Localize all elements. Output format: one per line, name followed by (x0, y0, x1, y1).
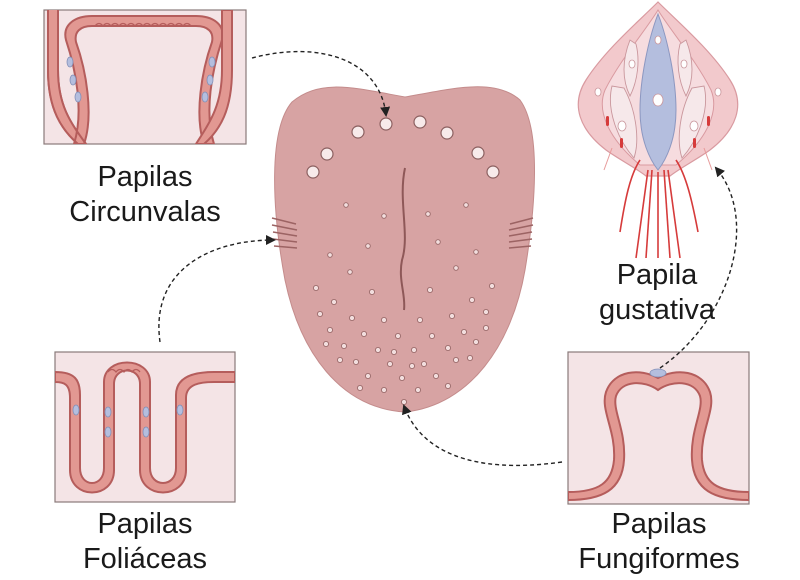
taste-bud (577, 1, 739, 259)
fungiform-dot (360, 330, 368, 338)
fungiform-dot (444, 382, 452, 390)
fungiform-dot (428, 332, 436, 340)
fungiform-dot (316, 310, 324, 318)
fungiform-dot (414, 386, 422, 394)
foliate-ridges-left (271, 217, 298, 249)
label-foliaceas: Papilas Foliáceas (35, 507, 255, 577)
fungiform-dot (374, 346, 382, 354)
label-foliaceas-line1: Papilas (97, 508, 193, 540)
fungiform-dot (426, 286, 434, 294)
fungiform-dot (468, 296, 476, 304)
fungiform-dot (432, 372, 440, 380)
fungiform-dot (380, 386, 388, 394)
label-gustativa-line2: gustativa (598, 294, 716, 326)
label-fungiformes: Papilas Fungiformes (549, 507, 769, 577)
fungiform-papillae (312, 202, 496, 406)
fungiform-dot (463, 202, 469, 208)
label-fungiformes-line1: Papilas (611, 508, 707, 540)
fungiform-dot (380, 316, 388, 324)
fungiform-dot (482, 308, 490, 316)
fungiform-dot (336, 356, 344, 364)
fungiform-dot (472, 338, 480, 346)
fungiform-dot (453, 265, 459, 271)
fungiform-tissue (568, 371, 749, 502)
foliate-ridges-right (508, 217, 534, 249)
panel-foliaceas (54, 351, 236, 503)
fungiform-dot (330, 298, 338, 306)
label-foliaceas-line2: Foliáceas (82, 543, 208, 575)
fungiform-dot (416, 316, 424, 324)
fungiform-dot (400, 398, 408, 406)
fungiform-dot (364, 372, 372, 380)
fungiform-dot (326, 326, 334, 334)
fungiform-dot (452, 356, 460, 364)
fungiform-taste-bud (649, 368, 667, 378)
panel-fungiformes (567, 351, 750, 505)
median-sulcus (399, 167, 406, 311)
arrows (158, 50, 738, 467)
fungiform-dot (327, 252, 333, 258)
fungiform-dot (466, 354, 474, 362)
fungiform-dot (352, 358, 360, 366)
circumvallate-papillae (306, 115, 500, 179)
fungiform-dot (425, 211, 431, 217)
fungiform-dot (365, 243, 371, 249)
receptor-cell (639, 12, 677, 171)
fungiform-dot (394, 332, 402, 340)
arrow-fungiformes-to-tongue (402, 404, 563, 467)
label-circunvalas-line2: Circunvalas (69, 196, 221, 228)
fungiform-dot (368, 288, 376, 296)
fungiform-dot (435, 239, 441, 245)
arrow-circunvalas-to-tongue (251, 50, 391, 117)
label-gustativa-line1: Papila (616, 259, 698, 291)
tongue (271, 86, 535, 413)
arrow-fungiformes-to-tastebud (659, 166, 738, 369)
fungiform-dot (347, 269, 353, 275)
label-circunvalas: Papilas Circunvalas (35, 160, 255, 230)
fungiform-dot (386, 360, 394, 368)
fungiform-dot (322, 340, 330, 348)
fungiform-dot (410, 346, 418, 354)
fungiform-dot (312, 284, 320, 292)
fungiform-dot (348, 314, 356, 322)
label-gustativa: Papila gustativa (547, 258, 767, 328)
fungiform-dot (390, 348, 398, 356)
fungiform-dot (343, 202, 349, 208)
fungiform-dot (381, 213, 387, 219)
fungiform-dot (482, 324, 490, 332)
fungiform-dot (473, 249, 479, 255)
fungiform-dot (398, 374, 406, 382)
label-fungiformes-line2: Fungiformes (578, 543, 740, 575)
fungiform-dot (460, 328, 468, 336)
fungiform-dot (408, 362, 416, 370)
panel-circunvalas (43, 9, 247, 145)
fungiform-dot (444, 344, 452, 352)
fungiform-dot (488, 282, 496, 290)
fungiform-dot (340, 342, 348, 350)
arrow-foliaceas-to-tongue (158, 235, 276, 343)
fungiform-dot (356, 384, 364, 392)
fungiform-dot (448, 312, 456, 320)
nerve-fibers (619, 159, 699, 259)
label-circunvalas-line1: Papilas (97, 161, 193, 193)
fungiform-dot (420, 360, 428, 368)
